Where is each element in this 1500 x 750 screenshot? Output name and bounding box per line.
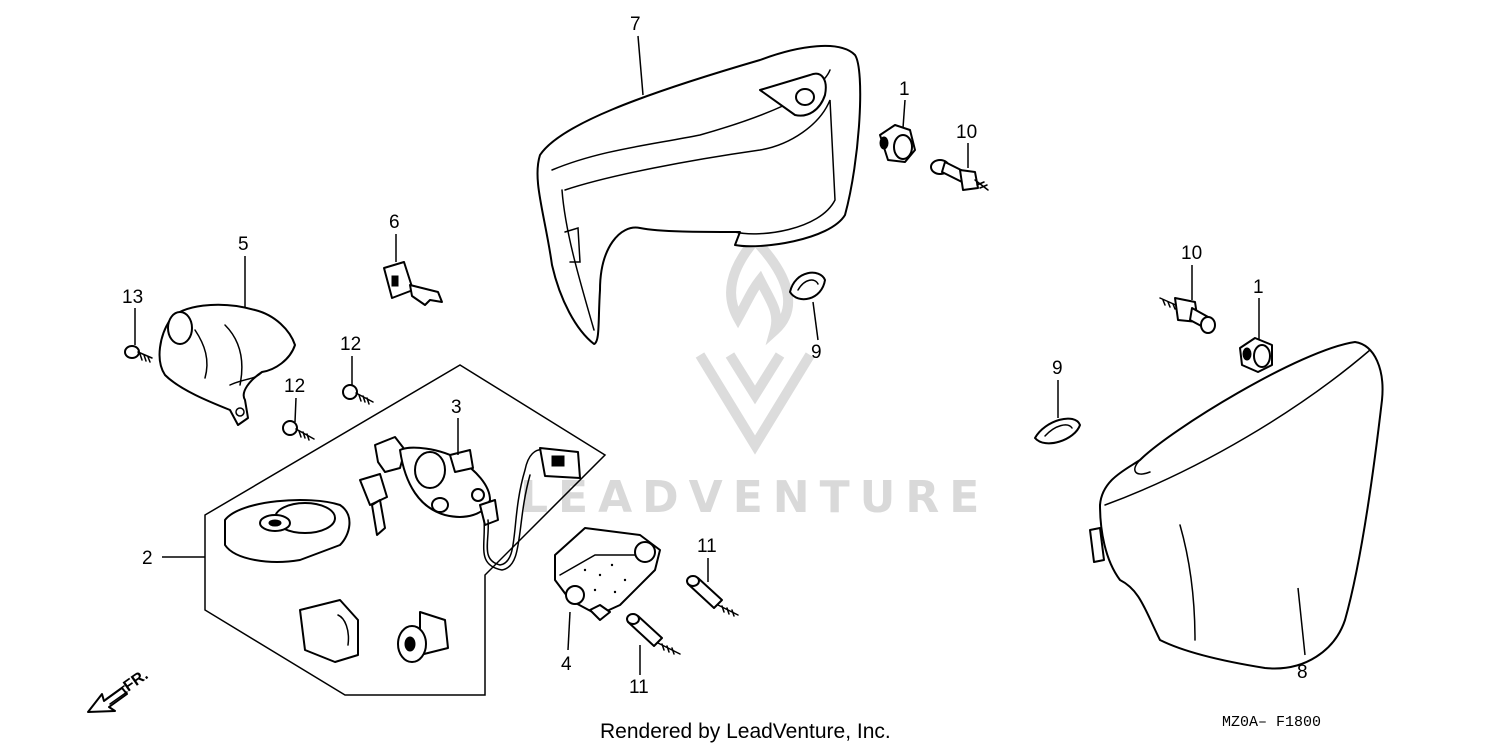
diagram-code: MZ0A– F1800 <box>1222 714 1321 731</box>
screw-12-upper[interactable] <box>342 384 374 405</box>
callout-13: 13 <box>122 287 143 308</box>
grommet-upper[interactable] <box>879 124 916 163</box>
screw-13[interactable] <box>124 345 153 363</box>
callout-10-right: 10 <box>1181 243 1202 264</box>
callout-5: 5 <box>238 234 249 255</box>
grommet-right[interactable] <box>1239 337 1273 373</box>
callout-3: 3 <box>451 397 462 418</box>
callout-9-right: 9 <box>1052 358 1063 379</box>
rubber-grommet-right[interactable] <box>1034 417 1081 445</box>
side-cover-upper[interactable] <box>536 45 862 345</box>
side-cover-lower[interactable] <box>1089 341 1384 670</box>
callout-6: 6 <box>389 212 400 233</box>
callout-10-upper: 10 <box>956 122 977 143</box>
callout-2: 2 <box>142 548 153 569</box>
screw-12-lower[interactable] <box>282 420 315 441</box>
callout-11-upper: 11 <box>697 536 717 557</box>
callout-labels: 7 1 10 6 5 13 12 12 3 2 4 11 11 9 10 1 9… <box>122 14 1308 698</box>
lock-cylinder[interactable] <box>397 611 449 663</box>
leader-lines <box>134 35 1306 675</box>
callout-7: 7 <box>630 14 641 35</box>
lock-cover[interactable] <box>158 303 296 426</box>
callout-4: 4 <box>561 654 572 675</box>
seat-lock-switch[interactable] <box>359 436 581 571</box>
collar-bolt-right[interactable] <box>1159 297 1216 334</box>
spacer-collar-lower[interactable] <box>626 613 681 655</box>
key[interactable] <box>383 261 443 306</box>
footer-credit: Rendered by LeadVenture, Inc. <box>600 720 891 743</box>
spacer-collar-upper[interactable] <box>686 575 739 617</box>
watermark-text: LEADVENTURE <box>520 472 989 523</box>
callout-1-upper: 1 <box>899 79 910 100</box>
callout-11-lower: 11 <box>629 677 649 698</box>
lock-bracket[interactable] <box>299 599 359 663</box>
callout-12-lower: 12 <box>284 376 305 397</box>
front-direction-indicator: FR. <box>87 667 151 713</box>
rubber-grommet-center[interactable] <box>789 271 826 301</box>
collar-bolt-upper[interactable] <box>930 159 989 191</box>
callout-12-upper: 12 <box>340 334 361 355</box>
callout-8: 8 <box>1297 662 1308 683</box>
callout-1-right: 1 <box>1253 277 1264 298</box>
switch-unit[interactable] <box>554 527 661 621</box>
front-direction-arrow-icon <box>87 685 128 713</box>
watermark-flame-logo-icon <box>695 232 815 455</box>
callout-9-center: 9 <box>811 342 822 363</box>
lock-cap[interactable] <box>224 499 351 563</box>
lock-set-kit-outline <box>204 364 607 696</box>
watermark: LEADVENTURE <box>520 232 989 523</box>
